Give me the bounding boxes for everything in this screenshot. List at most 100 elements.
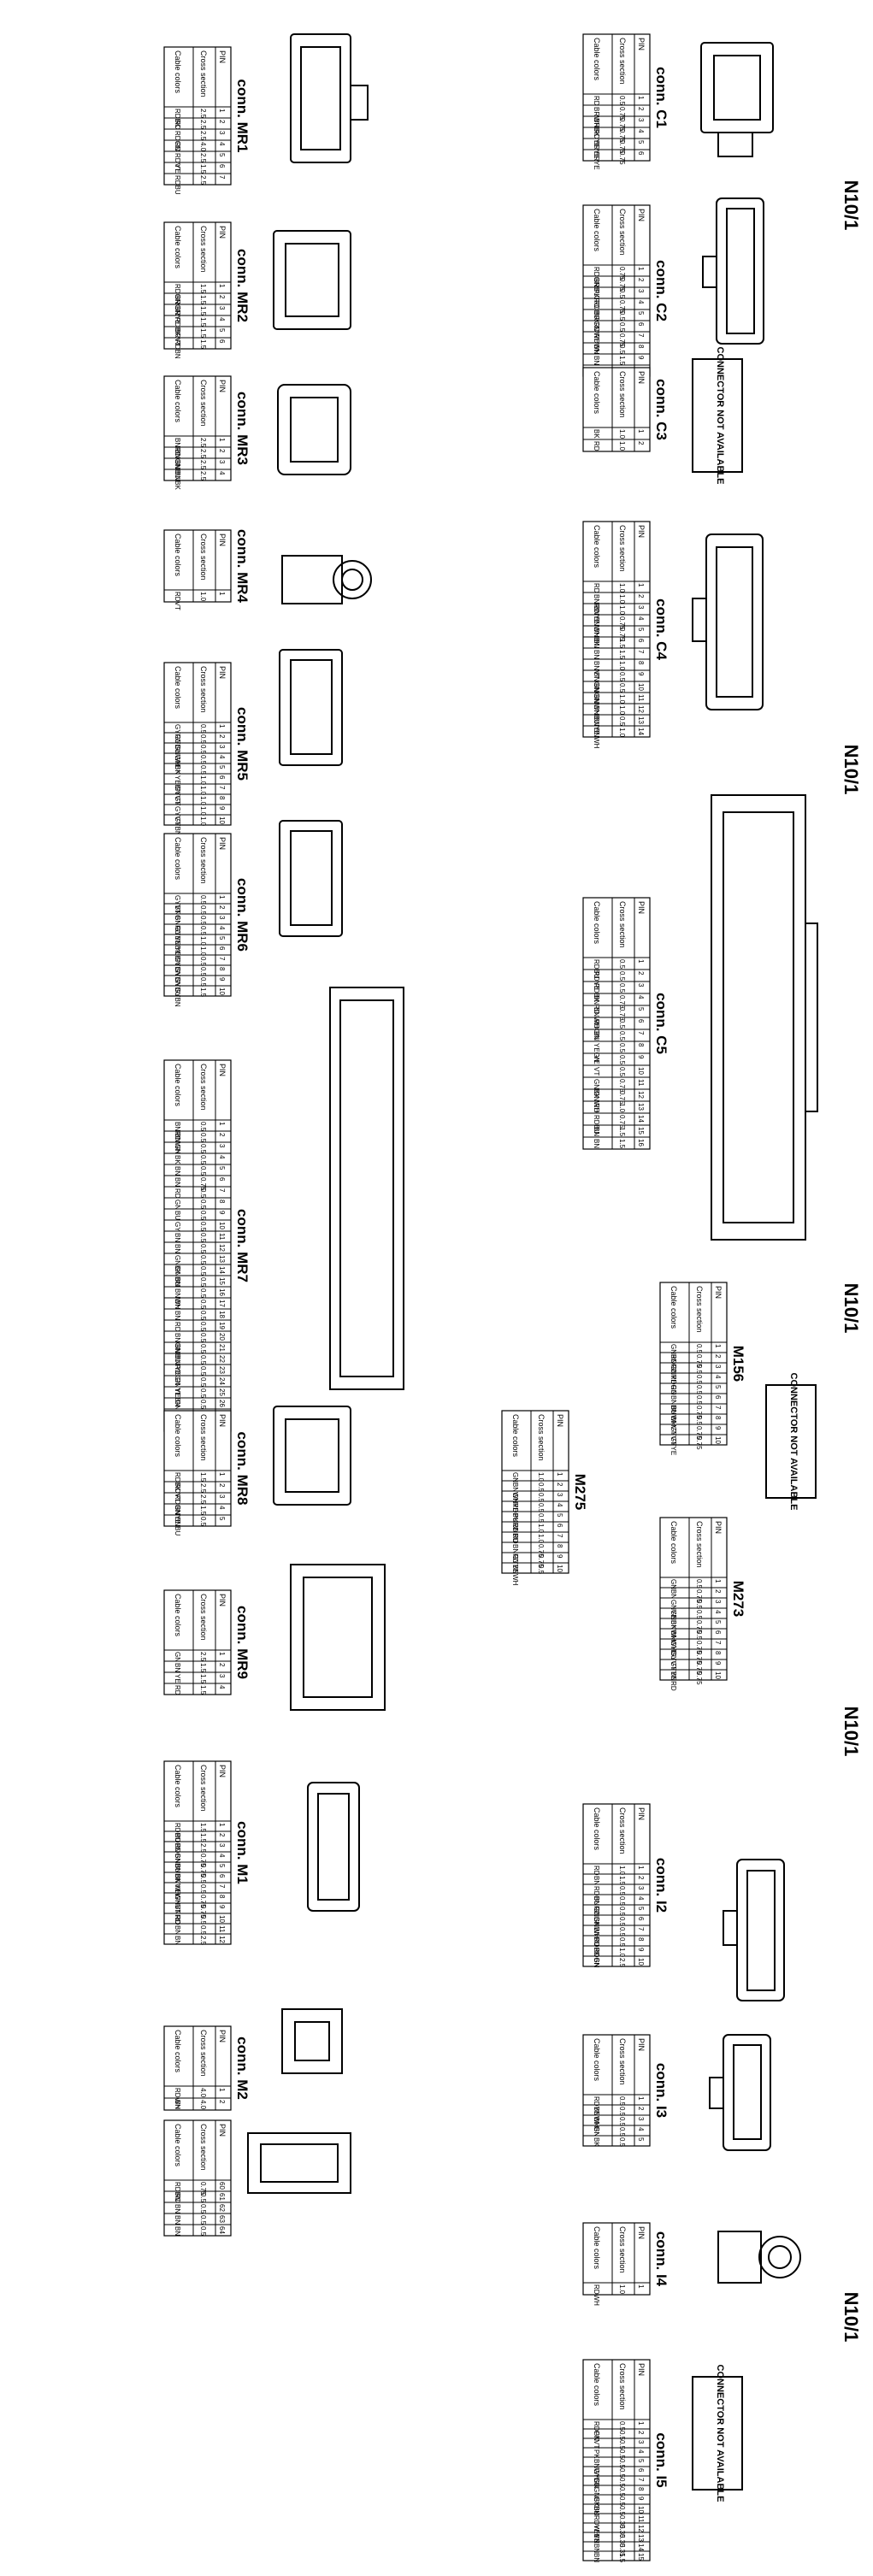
table-cell: 1.5 [199, 1506, 207, 1516]
table-header: Cross section [199, 666, 208, 713]
table-cell-text: BNWH [669, 1630, 677, 1652]
table-cell-text: 1.0 [618, 429, 626, 439]
table-header: PIN [218, 50, 227, 63]
table-cell: 3 [556, 1493, 563, 1497]
table-cell: GYBU [174, 977, 181, 997]
connector-title: conn. MR1 [234, 80, 251, 153]
table-cell-text: 6 [637, 1917, 645, 1921]
table-cell: 0.5 [537, 1493, 545, 1503]
connector-title: conn. C4 [653, 598, 669, 660]
table-cell-text: RD [174, 1685, 181, 1695]
table-header-text: Cable colors [593, 371, 601, 415]
table-cell: GYBU [174, 734, 181, 754]
table-header-text: PIN [218, 226, 227, 239]
table-cell-text: 2 [637, 2431, 645, 2435]
table-cell: 1 [218, 2088, 226, 2092]
table-header-text: Cross section [618, 1807, 627, 1854]
table-cell-text: GYYE [669, 1436, 677, 1455]
table-cell: 1.5 [618, 1127, 626, 1137]
table-cell-text: 0.5 [199, 1255, 207, 1265]
table-cell-text: 0.5 [695, 1579, 703, 1589]
table-cell: 0.5 [199, 1388, 207, 1399]
table-cell-text: 5 [218, 1864, 226, 1868]
table-cell: 11 [637, 1079, 645, 1087]
table-cell-text: GYYE [669, 1661, 677, 1680]
connector-title-text: conn. C5 [653, 993, 669, 1054]
table-cell-text: RDVT [174, 592, 181, 610]
table-cell: 14 [637, 728, 645, 735]
table-cell: 1.0 [199, 816, 207, 827]
table-cell-text: 0.5 [618, 1067, 626, 1077]
table-header: Cross section [199, 2124, 208, 2171]
table-cell: 8 [637, 661, 645, 665]
table-header: Cable colors [593, 2226, 601, 2270]
table-cell: 1.0 [618, 583, 626, 593]
table-header: Cross section [199, 1765, 208, 1812]
table-cell-text: 4 [714, 1375, 722, 1379]
table-cell: 0.75 [618, 267, 626, 280]
table-cell: 0.5 [618, 2107, 626, 2117]
table-cell-text: 11 [637, 2515, 645, 2523]
table-cell-text: 1.5 [199, 1685, 207, 1695]
table-cell-text: BNGN [174, 905, 181, 925]
table-cell: YE [593, 2534, 600, 2544]
table-cell: BN [174, 1277, 181, 1287]
table-cell: 8 [556, 1544, 563, 1548]
connector-mr2-drawing [273, 230, 351, 330]
table-header: PIN [218, 1594, 227, 1606]
connector-title: conn. M2 [234, 2037, 251, 2100]
connector-title: conn. C2 [653, 260, 669, 321]
table-header-text: Cross section [537, 1414, 546, 1461]
table-cell-text: 0.5 [199, 967, 207, 977]
table-cell-text: 3 [218, 1494, 226, 1499]
table-cell: 3 [218, 131, 226, 135]
table-cell: 24 [218, 1377, 226, 1385]
table-cell: 1 [637, 2284, 645, 2289]
table-cell-text: 1 [218, 1652, 226, 1656]
table-cell-text: 4 [637, 300, 645, 304]
table-cell-text: BN [593, 639, 600, 648]
table-cell-text: 10 [637, 1067, 645, 1075]
table-cell: BNBK [174, 1864, 181, 1883]
table-cell: 0.75 [537, 1554, 545, 1568]
table-cell: BN [174, 1300, 181, 1309]
table-cell: YEBN [174, 775, 181, 794]
table-cell-text: GNBN [174, 1400, 181, 1419]
table-cell-text: 0.5 [199, 2193, 207, 2203]
table-cell: YE [174, 1674, 181, 1683]
table-cell-text: 0.5 [618, 2117, 626, 2127]
table-cell-text: 3 [637, 289, 645, 293]
table-cell: RDWH [593, 2515, 600, 2537]
table-cell-text: 9 [637, 2496, 645, 2501]
table-cell: PK [593, 2449, 600, 2459]
table-cell-text: 4 [218, 1685, 226, 1689]
table-cell: RDGN [174, 1494, 181, 1515]
table-cell-text: 4 [218, 142, 226, 146]
table-cell: 0.75 [618, 1091, 626, 1105]
table-cell-text: 1.0 [618, 1103, 626, 1113]
table-cell-text: RDWH [593, 333, 600, 355]
table-cell: 2 [637, 971, 645, 976]
table-cell: 0.75 [199, 1905, 207, 1919]
table-cell: 4 [218, 317, 226, 321]
table-cell: VT [593, 1067, 600, 1076]
table-cell-text: YEBN [174, 946, 181, 965]
table-cell: 8 [637, 345, 645, 349]
table-cell: 9 [218, 977, 226, 981]
table-cell: 7 [637, 333, 645, 338]
table-cell-text: 3 [637, 983, 645, 987]
table-cell-text: 0.5 [537, 1493, 545, 1503]
table-cell: 61 [218, 2193, 226, 2201]
table-cell-text: 0.75 [695, 1661, 703, 1675]
table-cell-text: 10 [218, 1222, 226, 1229]
table-cell-text: 1.0 [537, 1534, 545, 1544]
table-header-text: Cable colors [174, 533, 182, 577]
table-cell: GYVT [174, 895, 181, 914]
table-cell-text: RDPK [593, 2421, 600, 2441]
table-cell-text: 14 [637, 2544, 645, 2551]
table-cell: 0.5 [199, 1244, 207, 1254]
table-cell-text: 3 [218, 1843, 226, 1848]
